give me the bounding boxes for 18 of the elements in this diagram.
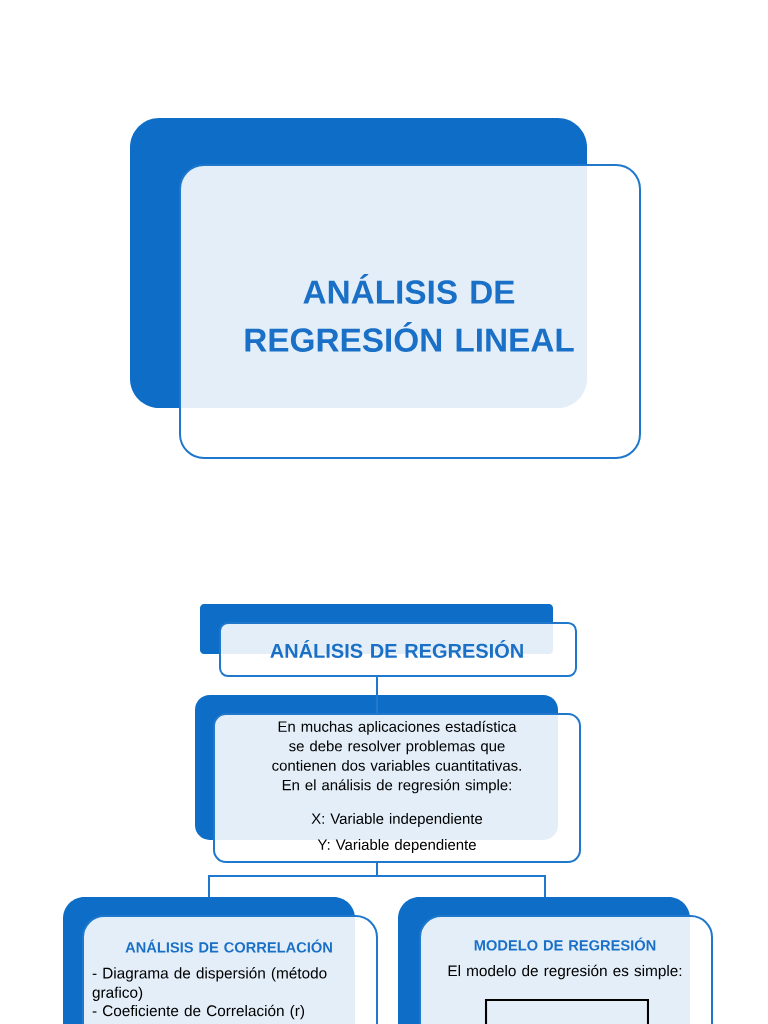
body-text: En muchas aplicaciones estadística se debe resolver problemas que contienen dos variables cuantitativas. En el análisis de regresión simple: <box>272 720 521 794</box>
body-text: X: Variable independiente <box>311 813 483 827</box>
card <box>195 695 581 863</box>
formula-box <box>484 998 650 1024</box>
body-text: - Diagrama de dispersión (método grafico) <box>92 967 327 1001</box>
card <box>63 897 378 1024</box>
heading: ANÁLISIS DE REGRESIÓN <box>270 640 523 658</box>
heading: MODELO DE REGRESIÓN <box>474 937 656 951</box>
connector <box>376 862 546 898</box>
card <box>200 604 577 678</box>
body-text: El modelo de regresión es simple: <box>448 964 682 980</box>
connector <box>376 676 378 714</box>
body-text: - Coeficiente de Correlación (r) <box>92 1004 305 1020</box>
body-text: Y: Variable dependiente <box>317 839 476 853</box>
card <box>398 897 713 1024</box>
heading: ANÁLISIS DE CORRELACIÓN <box>125 939 332 953</box>
card-title: ANÁLISIS DE REGRESIÓN LINEAL <box>245 274 574 352</box>
card <box>130 118 641 460</box>
